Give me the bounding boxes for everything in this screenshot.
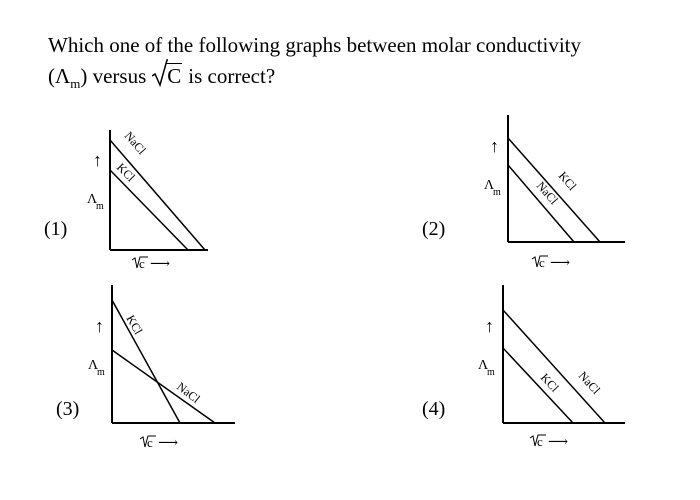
- right-arrow-icon: ⟶: [150, 257, 170, 272]
- y-axis-symbol: Λ: [88, 358, 99, 373]
- up-arrow-icon: ↑: [95, 316, 104, 336]
- line-kcl: [109, 169, 189, 251]
- option-2-label[interactable]: (2): [422, 218, 446, 240]
- series-label-nacl: NaCl: [576, 369, 604, 398]
- y-axis-subscript: m: [487, 367, 495, 378]
- x-axis-symbol: c: [537, 434, 543, 449]
- line-kcl: [111, 299, 181, 424]
- line-kcl: [502, 347, 574, 424]
- option-3-label[interactable]: (3): [56, 398, 80, 420]
- line-nacl: [109, 139, 206, 251]
- right-arrow-icon: ⟶: [158, 436, 178, 451]
- line-nacl: [502, 309, 606, 424]
- series-label-kcl: KCl: [123, 313, 145, 338]
- tail-text: is correct?: [188, 64, 276, 88]
- sqrt-icon: [131, 256, 148, 269]
- series-label-kcl: KCl: [538, 370, 562, 395]
- series-label-nacl: NaCl: [174, 379, 203, 406]
- up-arrow-icon: ↑: [490, 136, 499, 156]
- graph-option-1[interactable]: NaCl KCl ↑ Λ m c ⟶: [70, 120, 230, 280]
- option-1-label[interactable]: (1): [44, 218, 68, 240]
- y-axis-symbol: Λ: [87, 192, 98, 207]
- graph-option-4[interactable]: NaCl KCl ↑ Λ m c ⟶: [470, 280, 650, 460]
- series-label-nacl: NaCl: [122, 129, 150, 158]
- x-axis-symbol: c: [539, 255, 545, 270]
- line-nacl: [111, 349, 216, 424]
- series-label-kcl: KCl: [114, 160, 139, 185]
- right-arrow-icon: ⟶: [548, 435, 568, 450]
- graph-option-3[interactable]: KCl NaCl ↑ Λ m c ⟶: [70, 280, 250, 460]
- up-arrow-icon: ↑: [485, 316, 494, 336]
- lambda-subscript: m: [70, 76, 81, 91]
- line-nacl: [507, 164, 575, 243]
- lambda-symbol: Λ: [55, 64, 71, 88]
- graph-option-2[interactable]: KCl NaCl ↑ Λ m c ⟶: [470, 110, 640, 280]
- y-axis-symbol: Λ: [484, 178, 495, 193]
- x-axis-symbol: c: [147, 435, 153, 450]
- y-axis-subscript: m: [96, 201, 104, 212]
- series-label-kcl: KCl: [556, 169, 580, 194]
- question-line-1: Which one of the following graphs betwee…: [48, 33, 582, 57]
- radical-sign-icon: [152, 59, 169, 87]
- question-text: Which one of the following graphs betwee…: [48, 30, 688, 99]
- sqrt-icon: [139, 435, 156, 448]
- sqrt-c: C: [152, 59, 183, 92]
- versus-text: ) versus: [80, 64, 147, 88]
- line-kcl: [507, 137, 601, 243]
- y-axis-symbol: Λ: [478, 358, 489, 373]
- sqrt-icon: [529, 434, 546, 447]
- sqrt-icon: [531, 255, 548, 268]
- x-axis-symbol: c: [139, 256, 145, 271]
- y-axis-subscript: m: [493, 187, 501, 198]
- option-4-label[interactable]: (4): [422, 398, 446, 420]
- right-arrow-icon: ⟶: [550, 256, 570, 271]
- up-arrow-icon: ↑: [93, 150, 102, 170]
- series-label-nacl: NaCl: [534, 179, 562, 208]
- y-axis-subscript: m: [97, 367, 105, 378]
